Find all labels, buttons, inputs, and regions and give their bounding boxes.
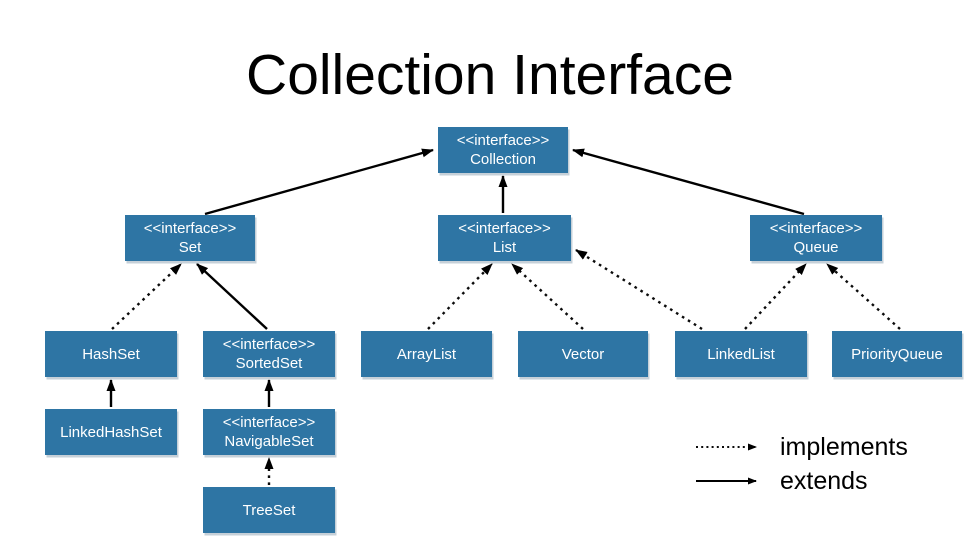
node-sortedset-stereotype: <<interface>> [222, 336, 316, 353]
node-queue: <<interface>> Queue [750, 215, 882, 261]
node-priorityqueue: PriorityQueue [832, 331, 962, 377]
node-queue-label: Queue [793, 239, 839, 256]
node-queue-stereotype: <<interface>> [769, 220, 863, 237]
edge-linkedlist-list [575, 248, 703, 331]
edge-vector-list [511, 263, 584, 330]
extends-arrow-icon [696, 477, 757, 485]
node-linkedlist: LinkedList [675, 331, 807, 377]
node-treeset-label: TreeSet [242, 501, 296, 519]
edge-queue-collection [572, 148, 805, 216]
edge-linkedlist-queue [744, 263, 807, 330]
edge-set-collection [204, 148, 434, 216]
legend: implements extends [694, 430, 908, 498]
implements-arrow-icon [696, 443, 757, 451]
node-vector-label: Vector [561, 345, 605, 363]
node-linkedlist-label: LinkedList [707, 345, 775, 363]
edge-sortedset-set [196, 263, 268, 330]
legend-extends-label: extends [780, 466, 868, 495]
legend-implements-label: implements [780, 432, 908, 461]
node-vector: Vector [518, 331, 648, 377]
node-arraylist-label: ArrayList [396, 345, 457, 363]
node-set-label: Set [178, 239, 202, 256]
edge-arraylist-list [427, 263, 493, 330]
node-list-stereotype: <<interface>> [458, 220, 551, 237]
node-list-label: List [492, 239, 517, 256]
node-hashset: HashSet [45, 331, 177, 377]
node-hashset-label: HashSet [82, 345, 140, 363]
legend-row-implements: implements [694, 430, 908, 464]
node-set: <<interface>> Set [125, 215, 255, 261]
diagram-title: Collection Interface [246, 43, 734, 107]
node-arraylist: ArrayList [361, 331, 492, 377]
node-sortedset-label: SortedSet [235, 355, 303, 372]
node-linkedhashset: LinkedHashSet [45, 409, 177, 455]
node-collection: <<interface>> Collection [438, 127, 568, 173]
node-navigableset-label: NavigableSet [224, 433, 314, 450]
edge-priorityqueue-queue [826, 263, 901, 330]
node-list: <<interface>> List [438, 215, 571, 261]
node-set-stereotype: <<interface>> [143, 220, 237, 237]
node-priorityqueue-label: PriorityQueue [851, 345, 943, 363]
node-navigableset: <<interface>> NavigableSet [203, 409, 335, 455]
node-treeset: TreeSet [203, 487, 335, 533]
legend-row-extends: extends [694, 464, 908, 498]
node-collection-label: Collection [470, 151, 536, 168]
node-navigableset-stereotype: <<interface>> [222, 414, 316, 431]
edge-hashset-set [111, 263, 182, 330]
node-sortedset: <<interface>> SortedSet [203, 331, 335, 377]
node-collection-stereotype: <<interface>> [456, 132, 550, 149]
node-linkedhashset-label: LinkedHashSet [60, 423, 162, 441]
